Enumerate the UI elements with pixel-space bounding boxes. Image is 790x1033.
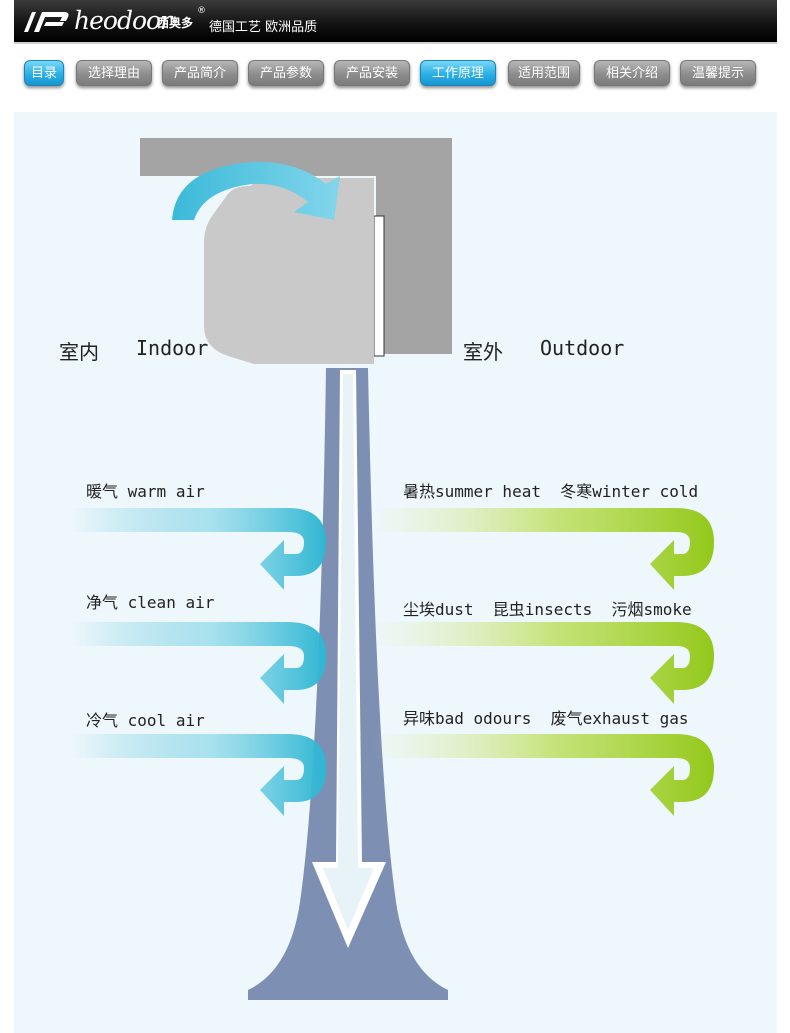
- airflow-diagram: [70, 138, 714, 1000]
- nav-item-params[interactable]: 产品参数: [248, 60, 324, 86]
- outdoor-arrow-1: [370, 508, 714, 590]
- indoor-item-2-cn: 净气: [86, 593, 119, 612]
- indoor-item-3-en: cool air: [127, 711, 205, 730]
- outdoor-item-1: 暑热summer heat 冬寒winter cold: [403, 482, 699, 501]
- nav-item-intro[interactable]: 产品简介: [162, 60, 238, 86]
- indoor-arrow-1: [70, 508, 326, 590]
- diagram-panel: 室内 Indoor 室外 Outdoor 暖气 warm air 净气 clea…: [14, 112, 777, 1033]
- exhaust-arrow-inner: [323, 374, 374, 930]
- outdoor-label-cn: 室外: [463, 340, 503, 364]
- indoor-arrow-3: [70, 734, 326, 816]
- indoor-item-2-en: clean air: [127, 593, 215, 612]
- indoor-label-cn: 室内: [59, 340, 99, 364]
- indoor-item-3-cn: 冷气: [86, 711, 119, 730]
- indoor-item-1: 暖气 warm air: [86, 478, 205, 502]
- header-bar: heodoor 西奥多 ® 德国工艺 欧洲品质: [14, 0, 777, 42]
- outdoor-label-en: Outdoor: [540, 336, 625, 360]
- outdoor-arrow-3: [370, 734, 714, 816]
- nav-item-tips[interactable]: 温馨提示: [680, 60, 756, 86]
- outdoor-arrow-2: [370, 622, 714, 704]
- nav-item-scope[interactable]: 适用范围: [508, 60, 580, 86]
- header-divider: [14, 42, 777, 44]
- wall-structure: [140, 138, 452, 354]
- indoor-item-2: 净气 clean air: [86, 589, 214, 613]
- outdoor-item-3: 异味bad odours 废气exhaust gas: [403, 709, 689, 728]
- registered-icon: ®: [197, 6, 206, 16]
- nav-bar: 目录 选择理由 产品简介 产品参数 产品安装 工作原理 适用范围 相关介绍 温馨…: [14, 44, 777, 112]
- intake-arrow: [172, 161, 340, 220]
- nav-item-install[interactable]: 产品安装: [334, 60, 410, 86]
- brand-name-cn: 西奥多: [157, 16, 194, 30]
- nav-item-related[interactable]: 相关介绍: [594, 60, 670, 86]
- nav-item-reasons[interactable]: 选择理由: [76, 60, 152, 86]
- logo-icon: [24, 12, 69, 32]
- indoor-item-1-en: warm air: [127, 482, 205, 501]
- nav-item-principle[interactable]: 工作原理: [420, 60, 496, 86]
- indoor-arrow-2: [70, 622, 326, 704]
- brand-name: heodoor: [74, 6, 172, 35]
- nav-item-catalog[interactable]: 目录: [24, 60, 64, 86]
- window-frame: [373, 215, 385, 357]
- indoor-unit: [204, 178, 374, 364]
- indoor-label-en: Indoor: [136, 336, 209, 360]
- indoor-item-1-cn: 暖气: [86, 482, 119, 501]
- indoor-item-3: 冷气 cool air: [86, 707, 205, 731]
- outdoor-item-2: 尘埃dust 昆虫insects 污烟smoke: [403, 600, 692, 619]
- brand-slogan: 德国工艺 欧洲品质: [209, 20, 318, 35]
